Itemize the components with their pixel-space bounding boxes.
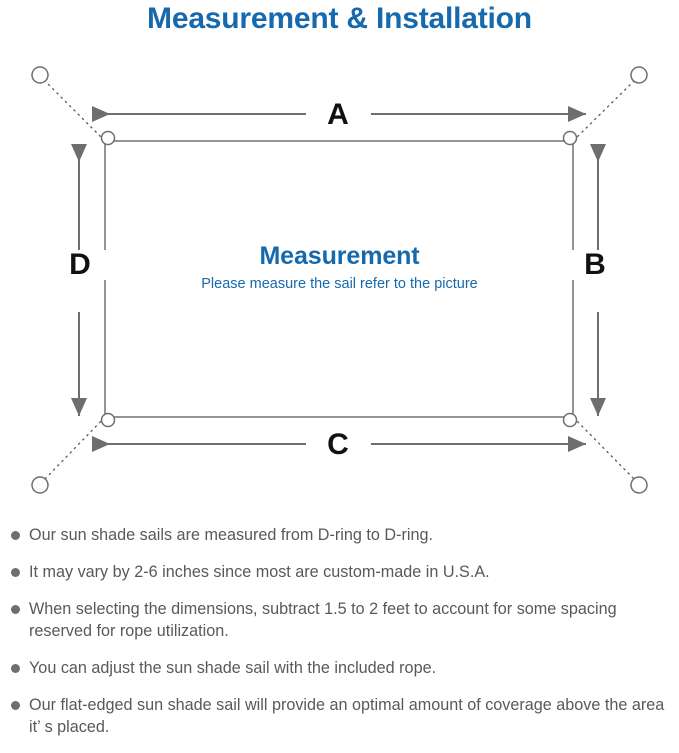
dimension-label-b: B [566, 250, 624, 280]
note-text: It may vary by 2-6 inches since most are… [29, 563, 490, 581]
d-ring-top-left [100, 130, 116, 146]
note-text: You can adjust the sun shade sail with t… [29, 659, 437, 677]
list-item: Our flat-edged sun shade sail will provi… [0, 694, 679, 738]
measurement-diagram: Measurement Please measure the sail refe… [0, 44, 679, 514]
rope-line-bottom-right [572, 416, 637, 482]
note-text: Our flat-edged sun shade sail will provi… [29, 696, 665, 736]
d-ring-top-right [562, 130, 578, 146]
d-ring-bottom-left [100, 412, 116, 428]
bullet-icon [11, 664, 20, 673]
list-item: You can adjust the sun shade sail with t… [0, 657, 679, 679]
anchor-point-bottom-right [630, 476, 648, 494]
notes-list: Our sun shade sails are measured from D-… [0, 524, 679, 753]
anchor-point-top-left [31, 66, 49, 84]
list-item: When selecting the dimensions, subtract … [0, 598, 679, 642]
note-text: Our sun shade sails are measured from D-… [29, 526, 433, 544]
diagram-center-subtitle: Please measure the sail refer to the pic… [201, 276, 478, 292]
bullet-icon [11, 568, 20, 577]
bullet-icon [11, 701, 20, 710]
dimension-label-a: A [307, 100, 369, 130]
list-item: Our sun shade sails are measured from D-… [0, 524, 679, 546]
diagram-center-title: Measurement [259, 242, 420, 270]
list-item: It may vary by 2-6 inches since most are… [0, 561, 679, 583]
rope-line-bottom-left [42, 416, 106, 482]
diagram-svg [31, 66, 648, 494]
rope-line-top-left [42, 78, 106, 142]
anchor-point-top-right [630, 66, 648, 84]
dimension-label-d: D [51, 250, 109, 280]
page-title: Measurement & Installation [147, 2, 532, 35]
note-text: When selecting the dimensions, subtract … [29, 600, 617, 640]
bullet-icon [11, 531, 20, 540]
rope-line-top-right [572, 78, 637, 142]
anchor-point-bottom-left [31, 476, 49, 494]
dimension-label-c: C [307, 430, 369, 460]
d-ring-bottom-right [562, 412, 578, 428]
bullet-icon [11, 605, 20, 614]
